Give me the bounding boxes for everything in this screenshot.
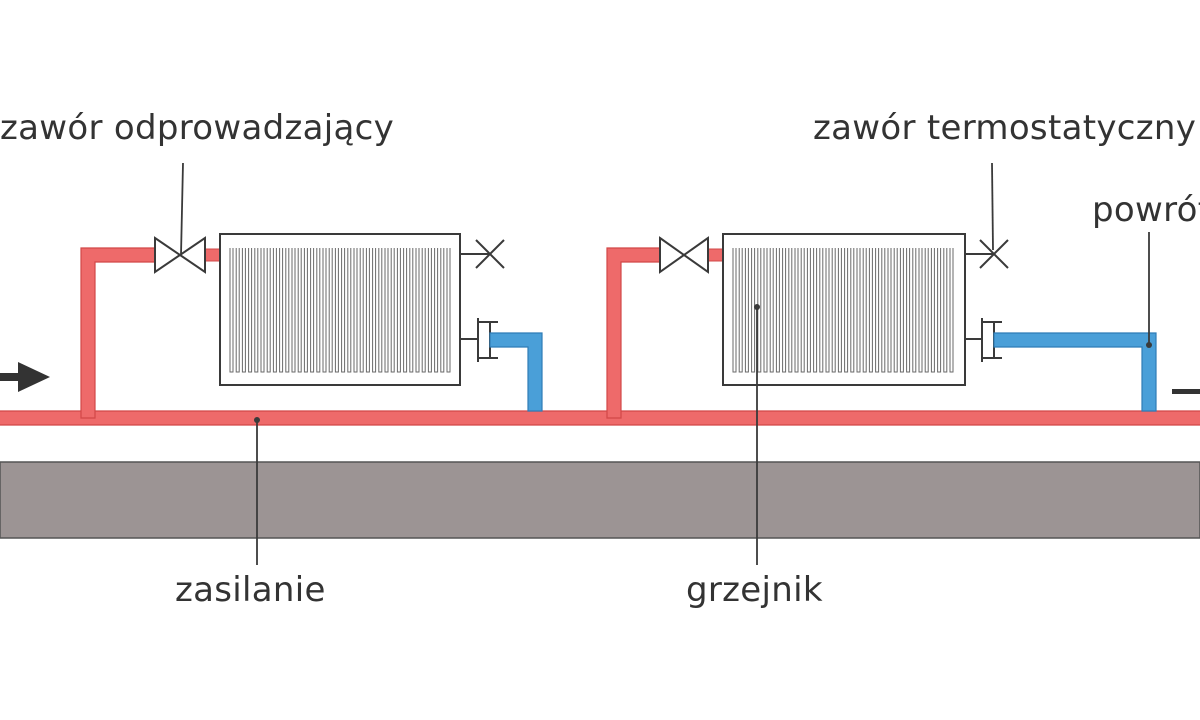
radiator-left [219,233,461,386]
supply-pipe-main [0,411,1200,425]
radiator-fin [788,248,793,373]
radiator-fin [378,248,383,373]
radiator-fin [875,248,880,373]
radiator-fin [260,248,265,373]
radiator-fin [918,248,923,373]
radiator-fin [881,248,886,373]
radiator-fin [272,248,277,373]
radiator-fin [353,248,358,373]
radiator-fin [440,248,445,373]
radiator-fin [427,248,432,373]
radiator-fin [359,248,364,373]
label-supply: zasilanie [175,570,326,610]
radiator-fin [322,248,327,373]
radiator-fin [310,248,315,373]
radiator-fin [893,248,898,373]
radiator-fin [794,248,799,373]
radiator-fin [819,248,824,373]
radiator-fin [384,248,389,373]
radiator-fin [316,248,321,373]
radiator-fin [751,248,756,373]
radiator-fin [813,248,818,373]
flow-arrow-out-icon [1172,389,1200,394]
return-pipe-left [489,332,543,412]
radiator-fin [763,248,768,373]
radiator-fin [279,248,284,373]
drain-valve-left-icon [154,236,206,274]
leader-drain-valve [180,162,184,256]
return-valve-left-icon [460,318,498,362]
radiator-right [722,233,966,386]
radiator-fin [446,248,451,373]
radiator-fin [390,248,395,373]
drain-valve-right-icon [659,236,709,274]
radiator-fin [365,248,370,373]
radiator-fin [229,248,234,373]
radiator-fin [831,248,836,373]
return-pipe-right [993,332,1157,412]
label-return: powrót [1092,190,1200,230]
label-drain-valve: zawór odprowadzający [0,108,395,148]
radiator-fin [837,248,842,373]
radiator-fin [328,248,333,373]
radiator-fin [856,248,861,373]
radiator-fin [341,248,346,373]
radiator-fin [782,248,787,373]
radiator-fin [303,248,308,373]
radiator-fin [806,248,811,373]
radiator-fin [775,248,780,373]
radiator-fin [844,248,849,373]
radiator-fin [285,248,290,373]
radiator-fin [334,248,339,373]
flow-arrow-in-icon [0,362,50,392]
radiator-fin [291,248,296,373]
radiator-fin [943,248,948,373]
air-vent-left-icon [460,239,505,269]
radiator-fin [862,248,867,373]
thermostatic-valve-icon [965,239,1009,269]
radiator-fin [769,248,774,373]
supply-riser-right [606,247,661,419]
radiator-fin [254,248,259,373]
floor-slab [0,461,1200,539]
radiator-fin [347,248,352,373]
radiator-fin [868,248,873,373]
radiator-fin [266,248,271,373]
radiator-fin [396,248,401,373]
radiator-fin [800,248,805,373]
radiator-fin [732,248,737,373]
label-radiator: grzejnik [686,570,823,610]
radiator-fin [297,248,302,373]
supply-riser-left [80,247,156,419]
radiator-fin [937,248,942,373]
radiator-right-fins [732,248,954,373]
radiator-fin [899,248,904,373]
radiator-fin [912,248,917,373]
radiator-left-fins [229,248,451,373]
radiator-fin [906,248,911,373]
radiator-fin [949,248,954,373]
label-thermostatic-valve: zawór termostatyczny [813,108,1197,148]
radiator-fin [248,248,253,373]
radiator-fin [415,248,420,373]
radiator-fin [930,248,935,373]
leader-thermostatic-valve [991,162,994,251]
radiator-fin [421,248,426,373]
radiator-fin [850,248,855,373]
radiator-fin [241,248,246,373]
radiator-fin [409,248,414,373]
radiator-fin [738,248,743,373]
radiator-fin [887,248,892,373]
radiator-fin [825,248,830,373]
radiator-fin [372,248,377,373]
radiator-fin [434,248,439,373]
radiator-fin [924,248,929,373]
radiator-fin [235,248,240,373]
radiator-fin [744,248,749,373]
radiator-fin [403,248,408,373]
